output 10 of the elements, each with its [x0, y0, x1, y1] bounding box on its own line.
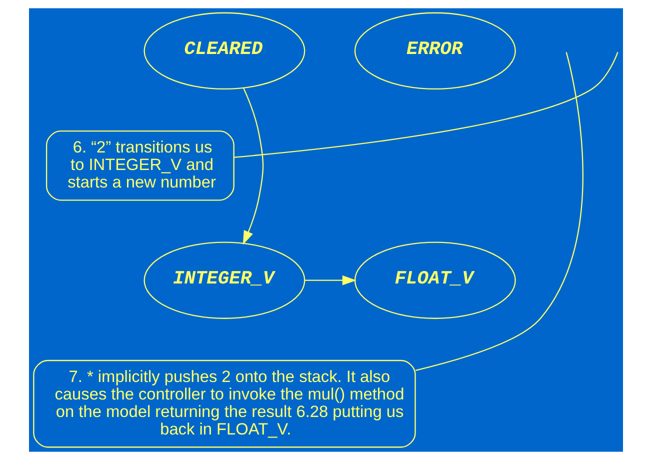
node-box: 6. “2” transitions us to INTEGER_V and starts a new number: [45, 130, 234, 201]
arrow: [304, 275, 356, 286]
arrow: [242, 88, 264, 245]
connector: [414, 52, 583, 371]
connector: [233, 52, 618, 158]
node-ellipse: FLOAT_V: [354, 242, 516, 319]
node-ellipse: CLEARED: [143, 12, 305, 90]
node-ellipse: ERROR: [354, 12, 516, 90]
node-ellipse: INTEGER_V: [143, 242, 305, 319]
node-box: 7. * implicitly pushes 2 onto the stack. It also causes the controller to invoke the mul() method on the model returning the result 6.28 putting us back in FLOAT_V.: [32, 360, 416, 448]
